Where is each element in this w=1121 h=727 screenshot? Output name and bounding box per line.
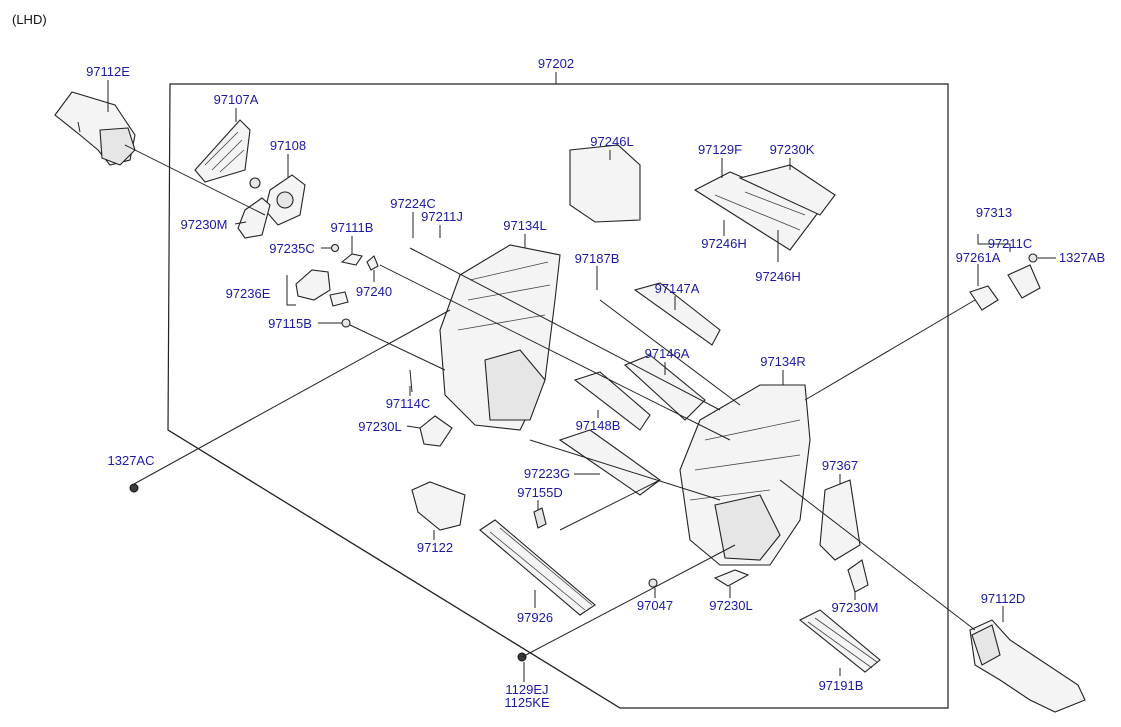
leader-97224C bbox=[409, 247, 721, 411]
housing-97134L-illustration bbox=[439, 244, 561, 431]
leader-1327AC bbox=[133, 309, 451, 485]
leader-duct-right bbox=[779, 479, 976, 631]
leader-duct-left bbox=[124, 144, 266, 216]
leader-97134R-actuator bbox=[804, 299, 976, 401]
grommet-97211C bbox=[1007, 264, 1041, 299]
label-97134L[interactable]: 97134L bbox=[503, 218, 546, 233]
label-97112E[interactable]: 97112E bbox=[86, 64, 130, 79]
leader-97155D bbox=[559, 479, 661, 531]
leader-1129EJ bbox=[521, 544, 736, 658]
label-97147A[interactable]: 97147A bbox=[655, 281, 700, 296]
label-97202[interactable]: 97202 bbox=[538, 56, 574, 71]
duct-97112D-illustration bbox=[969, 619, 1086, 713]
heater-core-97926-illustration bbox=[479, 519, 596, 616]
label-97187B[interactable]: 97187B bbox=[575, 251, 620, 266]
leader-housing-link bbox=[529, 439, 721, 501]
label-1327AB[interactable]: 1327AB bbox=[1059, 250, 1105, 265]
bracket-97122 bbox=[411, 481, 466, 531]
actuator-97236E-illustration bbox=[295, 269, 349, 307]
label-97111B[interactable]: 97111B bbox=[331, 220, 374, 235]
label-97230M-right[interactable]: 97230M bbox=[832, 600, 879, 615]
label-97108[interactable]: 97108 bbox=[270, 138, 306, 153]
label-97112D[interactable]: 97112D bbox=[981, 591, 1026, 606]
gasket-97230L-right bbox=[713, 569, 750, 587]
lever-97111B bbox=[340, 253, 363, 266]
leader-97236E bbox=[286, 275, 296, 306]
label-1125KE[interactable]: 1125KE bbox=[504, 695, 550, 710]
label-97211C[interactable]: 97211C bbox=[988, 236, 1033, 251]
label-97129F[interactable]: 97129F bbox=[698, 142, 742, 157]
label-97235C[interactable]: 97235C bbox=[269, 241, 315, 256]
assembly-frame bbox=[167, 83, 949, 709]
label-97155D[interactable]: 97155D bbox=[517, 485, 563, 500]
variant-label: (LHD) bbox=[12, 12, 47, 27]
cover-97191B-illustration bbox=[798, 609, 881, 673]
duct-97112E-illustration bbox=[54, 91, 136, 166]
label-97230M-left[interactable]: 97230M bbox=[181, 217, 228, 232]
label-1129EJ[interactable]: 1129EJ bbox=[505, 682, 548, 697]
leader-97313 bbox=[977, 234, 1011, 252]
gasket-97230M-right bbox=[847, 559, 869, 593]
label-97047[interactable]: 97047 bbox=[637, 598, 673, 613]
screw-97235C bbox=[330, 243, 340, 253]
label-97230L-right[interactable]: 97230L bbox=[709, 598, 752, 613]
label-97224C[interactable]: 97224C bbox=[390, 196, 436, 211]
label-97148B[interactable]: 97148B bbox=[576, 418, 621, 433]
leader-97240 bbox=[379, 264, 731, 441]
label-97191B[interactable]: 97191B bbox=[819, 678, 864, 693]
label-97240[interactable]: 97240 bbox=[356, 284, 392, 299]
label-97367[interactable]: 97367 bbox=[822, 458, 858, 473]
pad-97246L bbox=[569, 144, 641, 223]
label-97261A[interactable]: 97261A bbox=[956, 250, 1001, 265]
gasket-97230L-left bbox=[419, 415, 453, 447]
label-97246L[interactable]: 97246L bbox=[590, 134, 633, 149]
door-97147A bbox=[633, 282, 721, 346]
label-97246H-b[interactable]: 97246H bbox=[755, 269, 801, 284]
label-97115B[interactable]: 97115B bbox=[268, 316, 312, 331]
bracket-97107A-illustration bbox=[194, 119, 261, 189]
nut-1327AB bbox=[1028, 253, 1038, 263]
clip-97047 bbox=[648, 578, 658, 588]
seal-97367 bbox=[819, 479, 861, 561]
label-97134R[interactable]: 97134R bbox=[760, 354, 806, 369]
label-97146A[interactable]: 97146A bbox=[645, 346, 690, 361]
seal-97129F-97230K-illustration bbox=[693, 164, 836, 251]
door-97148B bbox=[573, 371, 651, 431]
bolt-97114C bbox=[409, 369, 413, 393]
leader-97230M-left bbox=[234, 221, 247, 225]
housing-97134R-illustration bbox=[679, 384, 811, 566]
bolt-1327AC bbox=[129, 483, 139, 493]
door-97223G bbox=[558, 429, 661, 496]
label-97107A[interactable]: 97107A bbox=[214, 92, 259, 107]
label-97246H-a[interactable]: 97246H bbox=[701, 236, 747, 251]
leader-97115B bbox=[349, 324, 446, 371]
actuator-97108-illustration bbox=[264, 174, 306, 226]
label-97223G[interactable]: 97223G bbox=[524, 466, 570, 481]
leader-97230L-left bbox=[406, 425, 421, 429]
clip-97115B bbox=[341, 318, 351, 328]
label-97230K[interactable]: 97230K bbox=[770, 142, 815, 157]
label-97211J[interactable]: 97211J bbox=[421, 209, 463, 224]
label-97122[interactable]: 97122 bbox=[417, 540, 453, 555]
leader-97187B bbox=[599, 299, 741, 406]
link-97240 bbox=[366, 255, 379, 271]
label-97313[interactable]: 97313 bbox=[976, 205, 1012, 220]
frame-diagonal bbox=[167, 429, 621, 709]
actuator-97261A bbox=[969, 285, 999, 311]
label-97230L-left[interactable]: 97230L bbox=[358, 419, 401, 434]
label-97926[interactable]: 97926 bbox=[517, 610, 553, 625]
gasket-97230M-left bbox=[237, 197, 271, 239]
label-97236E[interactable]: 97236E bbox=[226, 286, 271, 301]
label-1327AC[interactable]: 1327AC bbox=[108, 453, 155, 468]
label-97114C[interactable]: 97114C bbox=[386, 396, 431, 411]
clip-97155D bbox=[533, 507, 547, 529]
